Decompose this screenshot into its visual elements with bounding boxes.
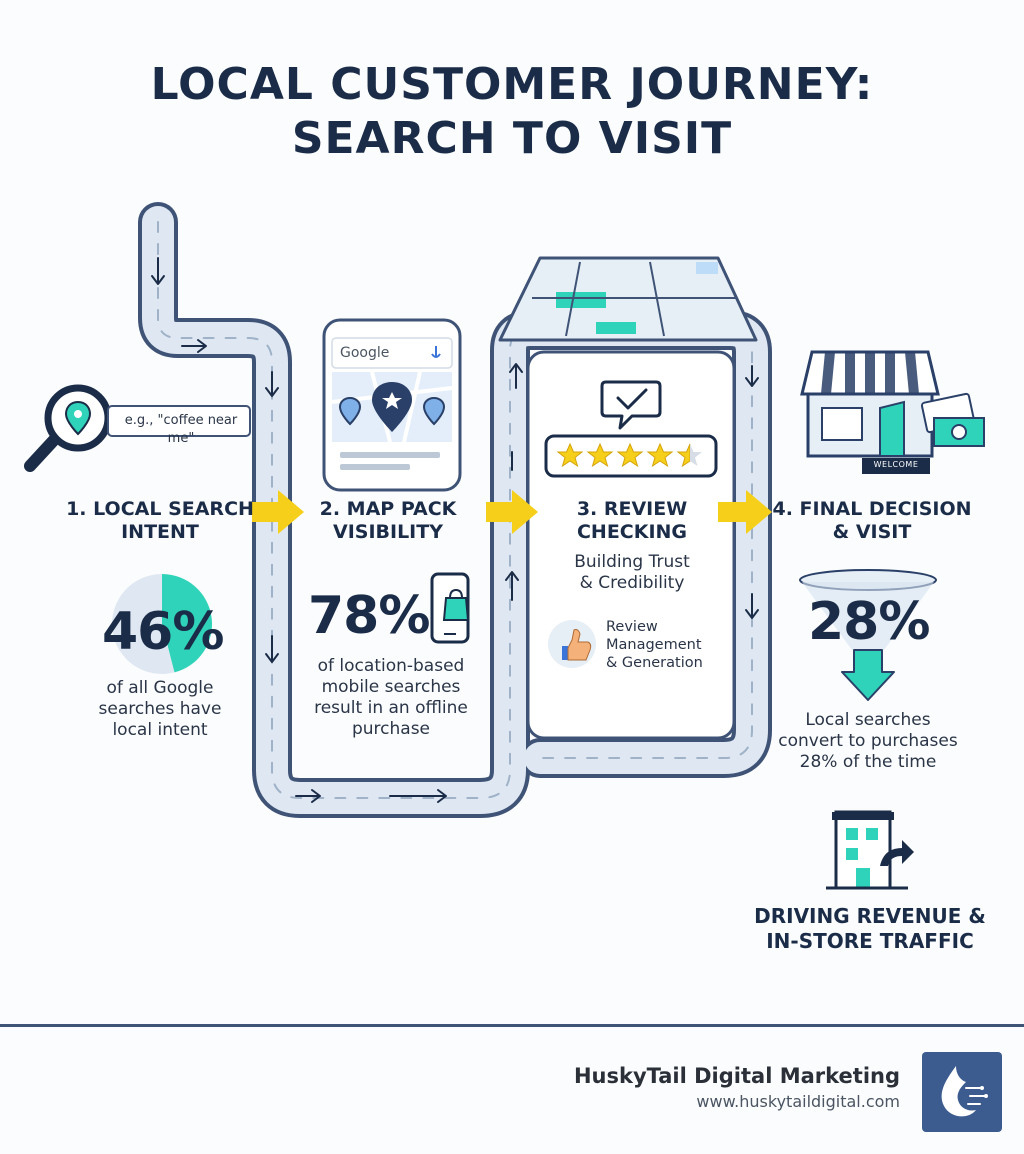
magnifier-icon <box>24 384 112 472</box>
step-1-label: 1. LOCAL SEARCH INTENT <box>66 498 254 543</box>
company-name: HuskyTail Digital Marketing <box>573 1064 900 1088</box>
thumbs-up-icon <box>548 620 596 668</box>
storefront-icon <box>800 350 985 474</box>
google-logo-text: Google <box>340 345 390 361</box>
title-line-1: LOCAL CUSTOMER JOURNEY: <box>150 59 874 110</box>
check-bubble-icon <box>600 380 662 430</box>
husky-logo-icon <box>941 1066 988 1117</box>
yellow-step-arrows <box>252 490 772 534</box>
shopping-phone-icon <box>430 572 470 644</box>
local-intent-pie-chart <box>112 574 213 674</box>
step-3-label: 3. REVIEW CHECKING <box>576 498 688 543</box>
title-line-2: SEARCH TO VISIT <box>291 113 733 164</box>
building-arrow-icon <box>826 810 914 890</box>
step-3-subtitle: Building Trust & Credibility <box>574 552 690 593</box>
step-2-label: 2. MAP PACK VISIBILITY <box>319 498 457 543</box>
step-4-description: Local searches convert to purchases 28% … <box>778 710 958 772</box>
review-management-badge: Review Management & Generation <box>606 619 703 671</box>
step-4-stat: 28% <box>808 592 930 652</box>
revenue-heading: DRIVING REVENUE & IN-STORE TRAFFIC <box>754 904 986 953</box>
step-1-stat: 46% <box>102 602 224 662</box>
city-map-icon <box>498 256 758 342</box>
funnel-icon <box>799 569 937 701</box>
phone-map-icon <box>322 318 462 492</box>
company-logo <box>922 1052 1002 1132</box>
step-2-description: of location-based mobile searches result… <box>314 656 468 739</box>
step-4-label: 4. FINAL DECISION & VISIT <box>772 498 972 543</box>
step-1-description: of all Google searches have local intent <box>98 678 222 740</box>
journey-illustration <box>24 202 985 890</box>
search-query-text: e.g., "coffee near me" <box>124 413 238 446</box>
step-2-stat: 78% <box>308 586 430 646</box>
welcome-sign: WELCOME <box>873 460 919 469</box>
pie-slice-local-intent <box>162 574 213 673</box>
pie-slice-other <box>112 574 175 674</box>
footer-divider <box>0 1024 1024 1027</box>
company-url[interactable]: www.huskytaildigital.com <box>696 1092 900 1111</box>
five-star-rating <box>544 434 718 478</box>
page-title: LOCAL CUSTOMER JOURNEY: SEARCH TO VISIT <box>0 58 1024 166</box>
